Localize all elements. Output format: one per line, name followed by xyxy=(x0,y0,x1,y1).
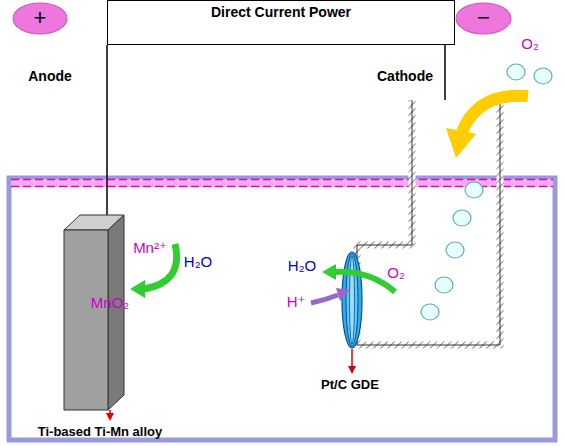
species-label: O₂ xyxy=(521,36,539,53)
species-label: O₂ xyxy=(387,265,405,282)
gas-chamber xyxy=(357,100,500,345)
electrode-label: Cathode xyxy=(377,69,433,84)
anode-plate xyxy=(64,230,108,410)
negative-terminal: − xyxy=(455,2,512,35)
proton-arrow xyxy=(311,295,338,303)
electrode-label: Anode xyxy=(28,69,72,84)
part-label: Pt/C GDE xyxy=(321,378,379,392)
species-label: Mn²⁺ xyxy=(133,240,167,257)
oxygen-feed-arrow xyxy=(462,96,528,132)
part-label: Ti-based Ti-Mn alloy xyxy=(38,425,162,439)
species-label: H₂O xyxy=(288,258,316,275)
gas-diffusion-electrode xyxy=(342,252,362,348)
gas-chamber-outline xyxy=(357,100,500,345)
species-label: MnO₂ xyxy=(91,295,129,312)
anode-plate-side xyxy=(108,215,124,410)
species-label: H₂O xyxy=(184,254,212,271)
box-title: Direct Current Power xyxy=(211,5,351,20)
arrow-head xyxy=(446,128,476,158)
species-label: H⁺ xyxy=(287,294,306,311)
electrolyte-tank xyxy=(9,178,555,440)
arrow-head xyxy=(130,280,145,298)
reaction-arrow xyxy=(334,272,395,292)
leader-arrow xyxy=(348,366,356,374)
positive-terminal: + xyxy=(12,2,68,35)
oxygen-bubbles xyxy=(421,64,552,320)
arrow-head xyxy=(322,264,336,280)
cathode-wire xyxy=(444,45,446,100)
power-supply-box: Direct Current Power xyxy=(107,0,455,45)
terminal-sign: − xyxy=(477,6,490,30)
arrow-head xyxy=(336,288,350,301)
terminal-sign: + xyxy=(34,6,47,30)
leader-line xyxy=(351,349,353,368)
leader-arrow xyxy=(106,413,114,421)
anode-wire xyxy=(106,45,108,222)
